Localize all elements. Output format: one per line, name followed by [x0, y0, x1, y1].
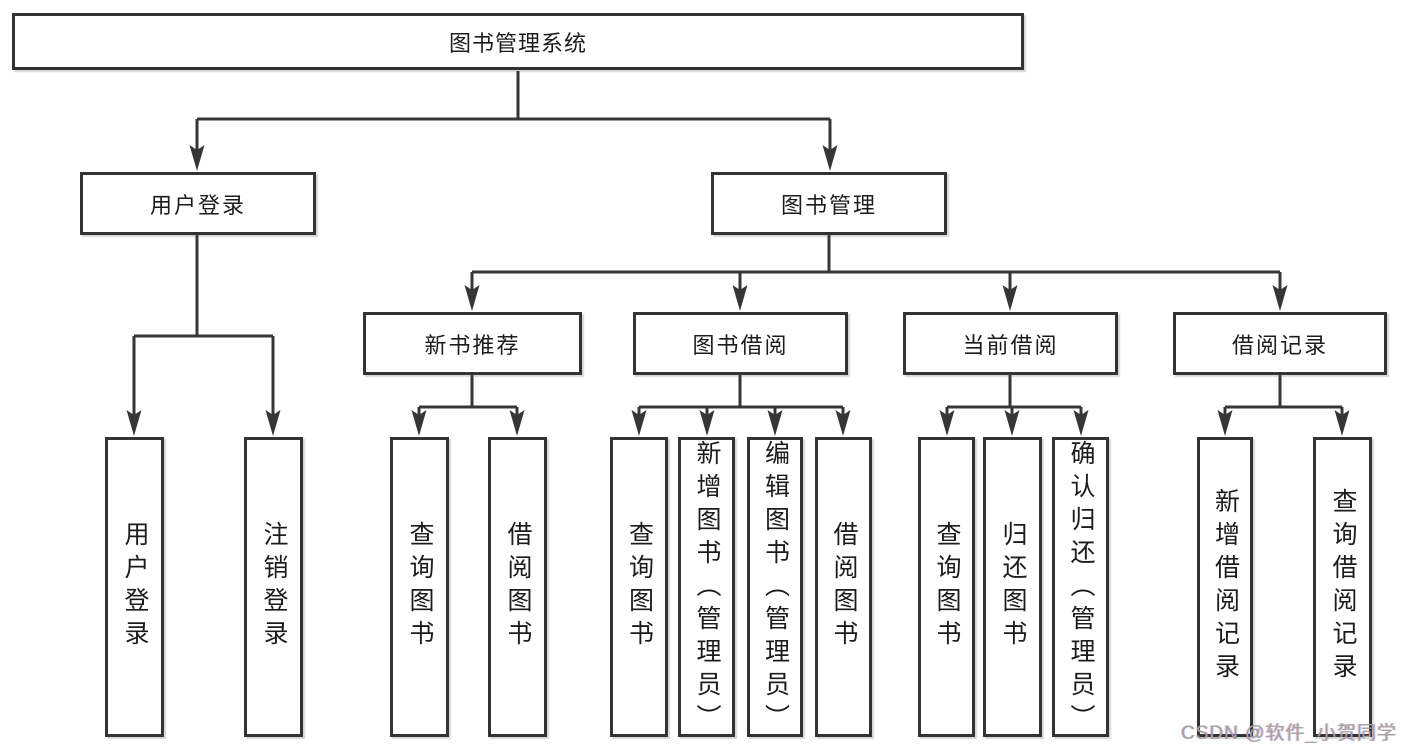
- node-user-login: 用户登录: [80, 172, 316, 235]
- arrowhead-icon: [1334, 410, 1350, 436]
- leaf-query-books-current: 查询图书: [918, 437, 975, 737]
- node-label: 查询借阅记录: [1329, 488, 1357, 686]
- node-label: 用户登录: [121, 521, 149, 653]
- leaf-edit-book-admin: 编辑图书（管理员）: [747, 437, 803, 737]
- arrowhead-icon: [1217, 410, 1233, 436]
- arrowhead-icon: [1002, 285, 1018, 311]
- arrowhead-icon: [631, 410, 647, 436]
- arrowhead-icon: [1272, 285, 1288, 311]
- node-label: 确认归还（管理员）: [1067, 440, 1095, 737]
- arrowhead-icon: [835, 410, 851, 436]
- arrowhead-icon: [732, 285, 748, 311]
- node-book-borrowing: 图书借阅: [633, 312, 848, 375]
- leaf-add-book-admin: 新增图书（管理员）: [678, 437, 735, 737]
- leaf-query-books-borrowing: 查询图书: [610, 437, 668, 737]
- arrowhead-icon: [126, 410, 142, 436]
- node-label: 归还图书: [999, 521, 1027, 653]
- node-label: 用户登录: [149, 192, 246, 218]
- arrowhead-icon: [464, 285, 480, 311]
- leaf-borrow-books-borrowing: 借阅图书: [815, 437, 872, 737]
- node-current-borrowing: 当前借阅: [903, 312, 1118, 375]
- leaf-add-borrow-record: 新增借阅记录: [1197, 437, 1253, 737]
- node-label: 查询图书: [406, 521, 434, 653]
- node-label: 新增图书（管理员）: [693, 440, 721, 737]
- arrowhead-icon: [767, 410, 783, 436]
- node-label: 当前借阅: [962, 332, 1059, 358]
- node-label: 查询图书: [933, 521, 961, 653]
- arrowhead-icon: [265, 410, 281, 436]
- node-label: 图书管理系统: [448, 30, 587, 56]
- leaf-borrow-books-recommend: 借阅图书: [488, 437, 547, 737]
- leaf-logout: 注销登录: [244, 437, 303, 737]
- arrowhead-icon: [1004, 410, 1020, 436]
- leaf-return-book: 归还图书: [983, 437, 1042, 737]
- leaf-query-borrow-record: 查询借阅记录: [1313, 437, 1372, 737]
- arrowhead-icon: [699, 410, 715, 436]
- node-label: 图书管理: [780, 192, 877, 218]
- node-label: 新书推荐: [424, 332, 521, 358]
- node-label: 注销登录: [260, 521, 288, 653]
- node-new-book-recommendation: 新书推荐: [363, 312, 582, 375]
- node-borrowing-records: 借阅记录: [1173, 312, 1387, 375]
- node-label: 借阅图书: [830, 521, 858, 653]
- arrowhead-icon: [189, 145, 205, 171]
- arrowhead-icon: [411, 410, 427, 436]
- leaf-confirm-return-admin: 确认归还（管理员）: [1052, 437, 1109, 737]
- arrowhead-icon: [509, 410, 525, 436]
- node-book-management: 图书管理: [711, 172, 947, 235]
- node-label: 借阅图书: [504, 521, 532, 653]
- node-label: 图书借阅: [692, 332, 789, 358]
- node-label: 查询图书: [625, 521, 654, 653]
- leaf-query-books-recommend: 查询图书: [390, 437, 449, 737]
- leaf-user-login: 用户登录: [105, 437, 164, 737]
- arrowhead-icon: [822, 145, 838, 171]
- arrowhead-icon: [1073, 410, 1089, 436]
- node-label: 编辑图书（管理员）: [761, 440, 790, 737]
- arrowhead-icon: [939, 410, 955, 436]
- node-label: 新增借阅记录: [1211, 488, 1240, 686]
- node-label: 借阅记录: [1231, 332, 1328, 358]
- node-library-management-system: 图书管理系统: [12, 13, 1024, 70]
- csdn-watermark: CSDN @软件_小贺同学: [1181, 723, 1397, 744]
